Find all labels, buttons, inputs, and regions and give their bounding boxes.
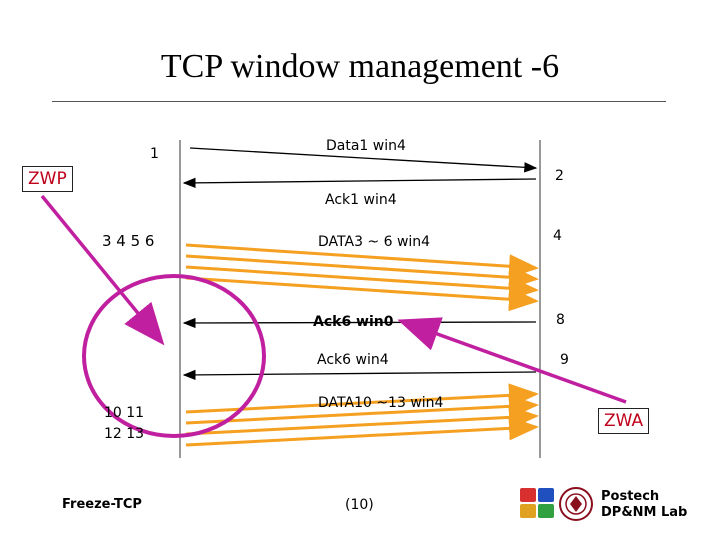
msg-data1: Data1 win4 <box>326 138 406 154</box>
lab-line-2: DP&NM Lab <box>601 505 688 520</box>
receiver-seg-9: 9 <box>560 352 569 368</box>
page-title: TCP window management -6 <box>160 48 560 85</box>
zwa-label: ZWA <box>598 408 650 434</box>
postech-logo-icon <box>520 487 593 521</box>
msg-ack1: Ack1 win4 <box>325 192 397 208</box>
footer-label: Freeze-TCP <box>62 497 142 512</box>
ack1-arrow <box>182 177 537 189</box>
zwp-label: ZWP <box>22 166 73 192</box>
receiver-seg-8: 8 <box>556 312 565 328</box>
zwp-pointer-arrow <box>40 194 165 346</box>
receiver-seg-4: 4 <box>553 228 562 244</box>
sender-seg-1: 1 <box>150 146 159 162</box>
sender-seg-12-13: 12 13 <box>104 426 145 442</box>
msg-ack6-win4: Ack6 win4 <box>317 352 389 368</box>
data3-6-arrows <box>185 243 539 312</box>
lab-credit: Postech DP&NM Lab <box>601 489 687 521</box>
receiver-seg-2: 2 <box>555 168 564 184</box>
msg-data3-6: DATA3 ~ 6 win4 <box>318 234 431 250</box>
ack6-win4-arrow <box>182 369 537 381</box>
highlight-circle <box>82 274 266 438</box>
page-number: (10) <box>345 497 374 513</box>
zwa-pointer-arrow <box>397 317 627 404</box>
lab-line-1: Postech <box>601 489 660 504</box>
msg-ack6-win0: Ack6 win0 <box>313 314 394 330</box>
msg-data10-13: DATA10 ~13 win4 <box>318 395 444 411</box>
data10-13-arrows <box>185 383 539 447</box>
sender-seg-10-11: 10 11 <box>104 405 145 421</box>
ack6-win0-arrow <box>182 317 537 329</box>
sender-seg-3-6: 3 4 5 6 <box>102 232 155 250</box>
title-divider <box>52 101 666 102</box>
data1-arrow <box>189 147 538 173</box>
